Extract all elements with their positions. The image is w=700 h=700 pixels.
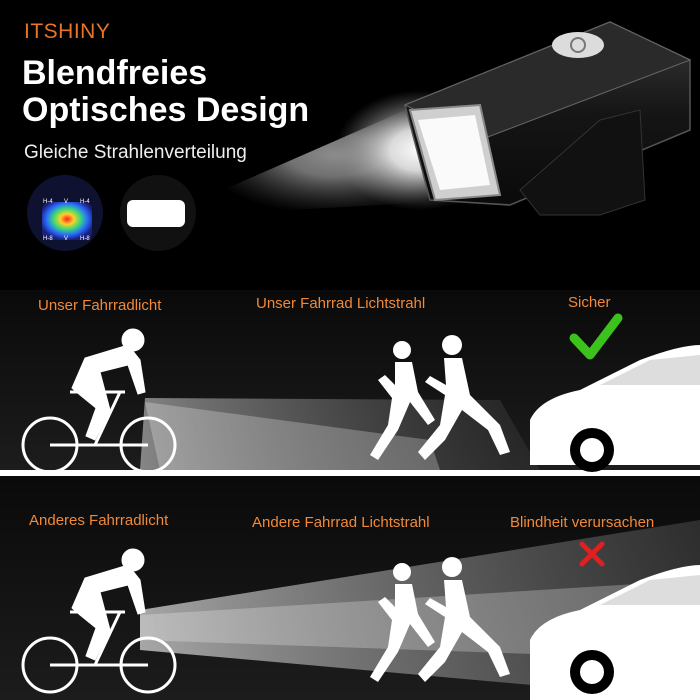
heatmap-label-top-left: H-4 (43, 199, 53, 205)
subheadline: Gleiche Strahlenverteilung (24, 142, 247, 163)
headline-line-2: Optisches Design (22, 91, 310, 129)
panel-top-left-label: Unser Fahrradlicht (38, 297, 162, 314)
brand-name: ITSHINY (24, 20, 111, 43)
cyclist-top-figure (21, 328, 177, 474)
runners-bottom-figures (370, 557, 510, 682)
panel-bottom-left-label: Anderes Fahrradlicht (29, 512, 169, 529)
cyclist-bottom-figure (21, 548, 177, 694)
panel-top-right-label: Sicher (568, 294, 611, 311)
heatmap-label-top-right: H-4 (80, 199, 90, 205)
panel-divider (0, 470, 700, 476)
heatmap-label-bottom-mid: V (64, 236, 69, 242)
runners-top-figures (370, 335, 510, 460)
headlight-product (403, 21, 692, 216)
headline-line-1: Blendfreies (22, 54, 208, 92)
power-button-icon (552, 32, 604, 58)
beam-heatmap-thumbnail (27, 175, 103, 251)
panel-top-mid-label: Unser Fahrrad Lichtstrahl (256, 295, 426, 312)
checkmark-icon (569, 313, 623, 360)
cross-icon (579, 541, 605, 567)
car-top (530, 345, 700, 472)
beam-pattern-thumbnail (120, 175, 196, 251)
car-bottom (530, 565, 700, 700)
panel-bottom-right-label: Blindheit verursachen (510, 514, 655, 531)
heatmap-label-top-mid: V (64, 199, 69, 205)
heatmap-label-bottom-right: H-8 (80, 236, 90, 242)
panel-bottom-mid-label: Andere Fahrrad Lichtstrahl (252, 514, 430, 531)
heatmap-label-bottom-left: H-8 (43, 236, 53, 242)
beam-top (140, 398, 540, 470)
